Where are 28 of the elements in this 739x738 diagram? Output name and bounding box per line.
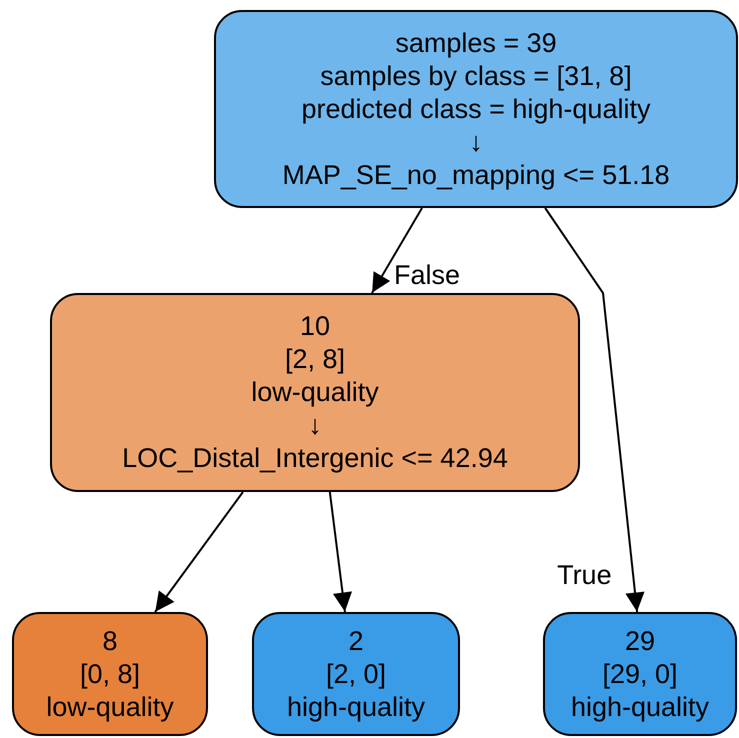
arrow bbox=[328, 492, 352, 612]
tree-node-box bbox=[214, 10, 738, 208]
node-text: predicted class = high-quality bbox=[302, 92, 650, 126]
node-text: MAP_SE_no_mapping <= 51.18 bbox=[282, 158, 670, 192]
node-text: low-quality bbox=[251, 376, 379, 409]
tree-node-box bbox=[252, 612, 460, 736]
tree-node-box bbox=[50, 293, 580, 492]
node-text: 29 bbox=[624, 624, 656, 658]
node-text: 2 bbox=[348, 624, 364, 658]
arrow bbox=[371, 208, 423, 294]
node-text: LOC_Distal_Intergenic <= 42.94 bbox=[122, 442, 508, 475]
node-text: low-quality bbox=[46, 690, 174, 724]
node-text: 8 bbox=[102, 624, 118, 658]
node-text: high-quality bbox=[570, 690, 710, 724]
arrow bbox=[154, 491, 244, 613]
node-text: ↓ bbox=[469, 126, 483, 158]
tree-node-box bbox=[12, 612, 208, 736]
tree-node-box bbox=[543, 612, 737, 736]
node-text: samples = 39 bbox=[395, 26, 557, 60]
node-text: high-quality bbox=[286, 690, 426, 724]
arrow bbox=[544, 207, 645, 612]
node-text: [29, 0] bbox=[602, 658, 678, 690]
node-text: [0, 8] bbox=[80, 658, 140, 690]
node-text: [2, 8] bbox=[284, 343, 346, 376]
node-text: ↓ bbox=[308, 409, 322, 442]
node-text: samples by class = [31, 8] bbox=[320, 60, 632, 92]
node-text: [2, 0] bbox=[326, 658, 386, 690]
node-text: 10 bbox=[300, 310, 330, 343]
